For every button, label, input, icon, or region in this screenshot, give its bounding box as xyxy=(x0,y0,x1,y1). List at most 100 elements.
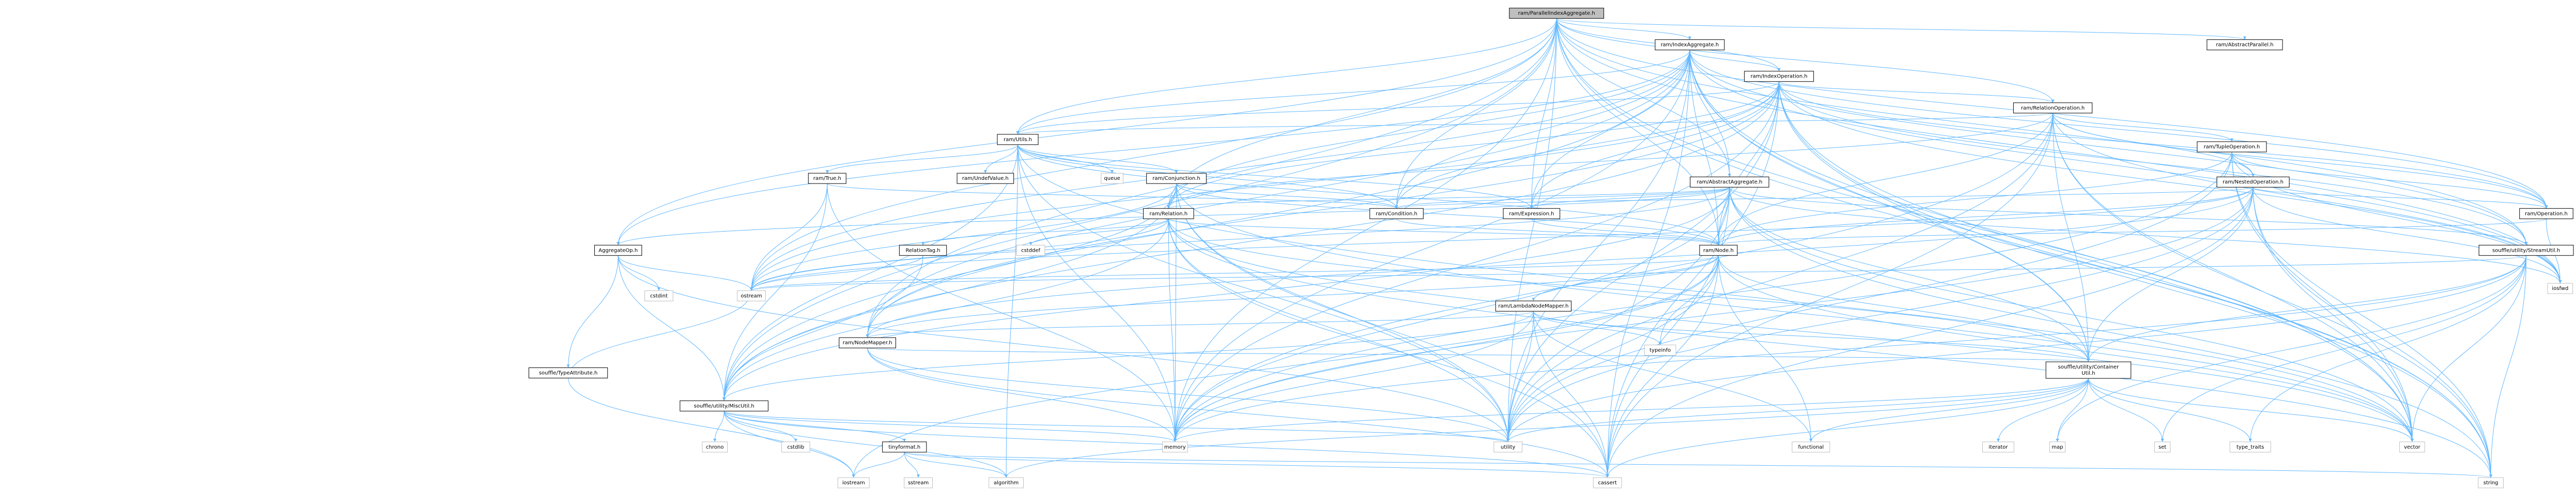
edge-idxagg-to-nodemapper xyxy=(867,50,1690,338)
edge-arrowhead xyxy=(713,438,717,442)
node-reltag[interactable]: RelationTag.h xyxy=(899,244,947,256)
node-label: ostream xyxy=(741,293,762,299)
node-absp[interactable]: ram/AbstractParallel.h xyxy=(2207,39,2283,51)
node-box xyxy=(839,337,896,348)
node-aggop[interactable]: AggregateOp.h xyxy=(594,244,642,256)
edge-idxagg-to-node xyxy=(1689,50,1719,246)
edge-idxop-to-relop xyxy=(1779,81,2054,103)
edge-utils-to-memory xyxy=(1017,144,1176,442)
node-utils[interactable]: ram/Utils.h xyxy=(997,134,1039,145)
node-box xyxy=(1495,300,1572,312)
edge-conj-to-node xyxy=(1176,183,1719,246)
node-label: ram/True.h xyxy=(813,176,841,181)
node-label: ram/Utils.h xyxy=(1004,137,1032,143)
edge-absagg-to-cond xyxy=(1396,187,1730,209)
node-label: ram/Relation.h xyxy=(1149,211,1187,217)
edge-utils-to-vector xyxy=(1017,144,2413,442)
node-box xyxy=(1509,8,1605,19)
edge-tupleop-to-memory xyxy=(1175,152,2232,442)
node-operation[interactable]: ram/Operation.h xyxy=(2519,208,2573,219)
edge-conj-to-vector xyxy=(1176,183,2413,442)
edge-container-to-functional xyxy=(1810,378,2089,442)
edge-container-to-cassert xyxy=(1607,378,2089,478)
node-misc[interactable]: souffle/utility/MiscUtil.h xyxy=(680,400,769,411)
node-lambda[interactable]: ram/LambdaNodeMapper.h xyxy=(1495,300,1572,312)
node-string: string xyxy=(2478,477,2504,488)
edge-utils-to-conj xyxy=(1017,144,1177,174)
node-box xyxy=(2207,39,2283,51)
edge-streamutil-to-memory xyxy=(1175,255,2527,442)
node-box xyxy=(2399,441,2425,453)
edge-arrowhead xyxy=(983,170,987,174)
edge-arrowhead xyxy=(1175,170,1178,174)
node-nodemapper[interactable]: ram/NodeMapper.h xyxy=(839,337,896,348)
node-idxagg[interactable]: ram/IndexAggregate.h xyxy=(1655,39,1725,51)
node-box xyxy=(2547,283,2573,294)
node-node[interactable]: ram/Node.h xyxy=(1699,244,1738,256)
node-conj[interactable]: ram/Conjunction.h xyxy=(1146,173,1207,184)
node-label: ram/TupleOperation.h xyxy=(2203,144,2260,150)
edge-relation-to-container xyxy=(1168,219,2089,362)
node-tupleop[interactable]: ram/TupleOperation.h xyxy=(2197,141,2267,152)
node-true[interactable]: ram/True.h xyxy=(808,173,846,184)
edge-aggop-to-cstdint xyxy=(618,255,659,291)
edge-relation-to-cstddef xyxy=(1030,219,1169,246)
node-set: set xyxy=(2154,441,2171,453)
edge-root-to-relation xyxy=(1168,18,1557,209)
edge-relation-to-node xyxy=(1168,218,1719,246)
node-queue: queue xyxy=(1101,173,1123,184)
edge-container-to-algorithm xyxy=(1006,378,2089,478)
node-typeattr[interactable]: souffle/TypeAttribute.h xyxy=(528,367,608,378)
node-relop[interactable]: ram/RelationOperation.h xyxy=(2013,102,2093,114)
node-idxop[interactable]: ram/IndexOperation.h xyxy=(1744,71,1814,82)
edge-nested-to-container xyxy=(2088,187,2254,362)
edge-relop-to-tupleop xyxy=(2053,113,2232,142)
node-undef[interactable]: ram/UndefValue.h xyxy=(957,173,1014,184)
node-box xyxy=(904,477,933,488)
edge-idxagg-to-container xyxy=(1689,50,2089,362)
edge-arrowhead xyxy=(1530,205,1533,209)
edge-arrowhead xyxy=(2051,99,2055,103)
edge-operation-to-node xyxy=(1718,218,2547,246)
node-cond[interactable]: ram/Condition.h xyxy=(1369,208,1424,219)
edge-arrowhead xyxy=(1996,438,2000,442)
edge-idxagg-to-absagg xyxy=(1689,50,1730,177)
edge-root-to-utility xyxy=(1507,18,1557,442)
edge-relop-to-utility xyxy=(1507,113,2054,442)
edge-root-to-aggop xyxy=(618,18,1557,246)
node-expr[interactable]: ram/Expression.h xyxy=(1503,208,1561,219)
node-box xyxy=(1503,208,1561,219)
edge-absagg-to-misc xyxy=(723,187,1730,401)
node-box xyxy=(2154,441,2171,453)
node-nested[interactable]: ram/NestedOperation.h xyxy=(2216,176,2290,188)
edge-streamutil-to-string xyxy=(2490,255,2527,478)
node-root[interactable]: ram/ParallelIndexAggregate.h xyxy=(1509,8,1605,19)
edge-idxop-to-container xyxy=(1779,81,2089,362)
edge-relation-to-cassert xyxy=(1168,219,1608,478)
node-box xyxy=(1101,173,1123,184)
node-cassert: cassert xyxy=(1593,477,1622,488)
edge-nested-to-memory xyxy=(1175,187,2254,442)
node-absagg[interactable]: ram/AbstractAggregate.h xyxy=(1690,176,1769,188)
edge-idxop-to-nodemapper xyxy=(867,81,1780,338)
edge-expr-to-node xyxy=(1531,219,1719,246)
edge-container-to-vector xyxy=(2088,378,2413,442)
edge-nested-to-vector xyxy=(2253,187,2413,442)
node-box xyxy=(1655,39,1725,51)
edge-reltag-to-ostream xyxy=(751,255,923,291)
edge-absagg-to-memory xyxy=(1175,187,1730,442)
node-relation[interactable]: ram/Relation.h xyxy=(1143,208,1194,219)
edge-idxop-to-ostream xyxy=(751,81,1780,291)
node-streamutil[interactable]: souffle/utility/StreamUtil.h xyxy=(2478,244,2574,256)
node-tinyformat[interactable]: tinyformat.h xyxy=(882,441,927,453)
edge-container-to-utility xyxy=(1507,378,2089,442)
edge-absagg-to-relation xyxy=(1168,187,1730,209)
node-box xyxy=(2478,477,2504,488)
edge-streamutil-to-type_traits xyxy=(2250,255,2527,442)
edge-root-to-relop xyxy=(1556,18,2054,103)
node-box xyxy=(781,441,810,453)
edge-arrowhead xyxy=(2524,242,2528,246)
node-iterator: iterator xyxy=(1982,441,2014,453)
